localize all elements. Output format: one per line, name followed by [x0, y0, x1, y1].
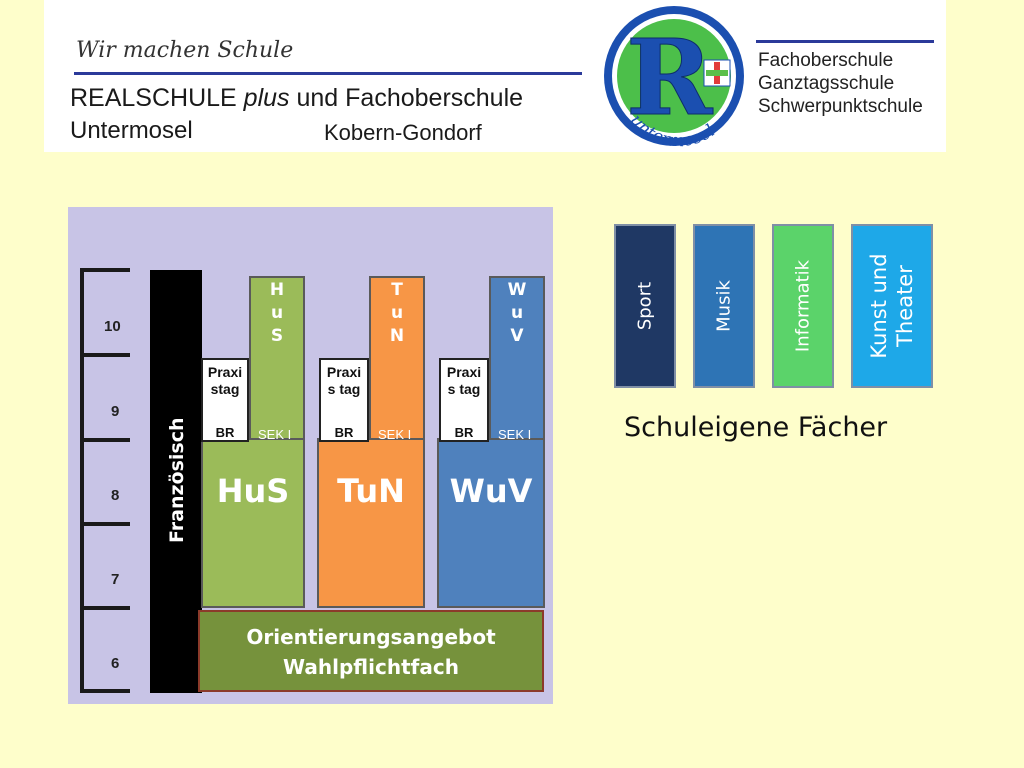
header-banner: Wir machen Schule REALSCHULE plus und Fa…: [44, 0, 946, 152]
hus-letter-u: u: [270, 303, 284, 323]
orientation-box: Orientierungsangebot Wahlpflichtfach: [198, 610, 544, 692]
orientation-line1: Orientierungsangebot: [246, 625, 496, 649]
tun-lower-block: [317, 438, 425, 608]
grade-tick: [80, 268, 130, 272]
tagline: Wir machen Schule: [76, 38, 294, 63]
tun-br-label: BR: [334, 425, 354, 440]
tun-upper-block: [369, 276, 425, 440]
hus-label: HuS: [216, 472, 290, 510]
french-label: Französisch: [166, 417, 188, 543]
grade-tick: [80, 522, 130, 526]
hus-sek-label: SEK I: [258, 427, 292, 442]
school-name-part2: und Fachoberschule: [289, 84, 524, 112]
tun-praxistag-box: Praxi s tag: [319, 358, 369, 442]
subject-musik: Musik: [693, 224, 755, 388]
school-town: Kobern-Gondorf: [324, 120, 482, 145]
header-divider-right: [756, 40, 934, 43]
logo-letter: R: [626, 16, 714, 139]
school-logo: R untermosel: [604, 6, 744, 150]
grade-label-8: 8: [111, 487, 120, 504]
grade-tick: [80, 438, 130, 442]
wuv-sek-label: SEK I: [498, 427, 532, 442]
hus-br-label: BR: [215, 425, 235, 440]
orientation-line2: Wahlpflichtfach: [283, 655, 459, 679]
subject-informatik: Informatik: [772, 224, 834, 388]
grade-tick: [80, 689, 130, 693]
grade-label-7: 7: [111, 571, 120, 588]
school-name-plus: plus: [243, 84, 290, 112]
tun-label: TuN: [337, 472, 405, 510]
wuv-lower-block: [437, 438, 545, 608]
wuv-letter-w: W: [507, 280, 527, 300]
grade-tick: [80, 353, 130, 357]
hus-praxistag-box: Praxi stag: [201, 358, 249, 442]
grade-label-10: 10: [104, 318, 121, 335]
wuv-praxistag-box: Praxi s tag: [439, 358, 489, 442]
subject-kunst-theater: Kunst und Theater: [851, 224, 933, 388]
hus-lower-block: [201, 438, 305, 608]
grade-tick: [80, 606, 130, 610]
school-type-2: Ganztagsschule: [758, 73, 895, 94]
hus-upper-block: [249, 276, 305, 440]
tun-letter-t: T: [391, 280, 403, 300]
wuv-upper-block: [489, 276, 545, 440]
school-name-part1: REALSCHULE: [70, 84, 244, 112]
hus-letter-h: H: [269, 280, 285, 300]
wuv-letter-u: u: [510, 303, 524, 323]
subject-informatik-label: Informatik: [792, 259, 814, 353]
school-place: Untermosel: [70, 117, 193, 144]
tun-letter-n: N: [389, 326, 405, 346]
school-type-3: Schwerpunktschule: [758, 96, 923, 117]
subject-kunst-theater-label: Kunst und Theater: [867, 253, 917, 359]
tun-sek-label: SEK I: [378, 427, 412, 442]
subject-sport: Sport: [614, 224, 676, 388]
grade-scale-axis: [80, 268, 84, 692]
tun-letter-u: u: [390, 303, 404, 323]
school-type-1: Fachoberschule: [758, 50, 894, 71]
subjects-caption: Schuleigene Fächer: [624, 412, 888, 443]
grade-label-6: 6: [111, 655, 120, 672]
hus-letter-s: S: [270, 326, 284, 346]
grade-label-9: 9: [111, 403, 120, 420]
subject-musik-label: Musik: [713, 280, 735, 332]
wuv-letter-v: V: [510, 326, 524, 346]
subject-sport-label: Sport: [634, 281, 656, 331]
school-name: REALSCHULE plus und Fachoberschule: [70, 84, 523, 113]
header-divider: [74, 72, 582, 75]
wuv-br-label: BR: [454, 425, 474, 440]
wuv-label: WuV: [449, 472, 533, 510]
french-column: [150, 270, 202, 693]
